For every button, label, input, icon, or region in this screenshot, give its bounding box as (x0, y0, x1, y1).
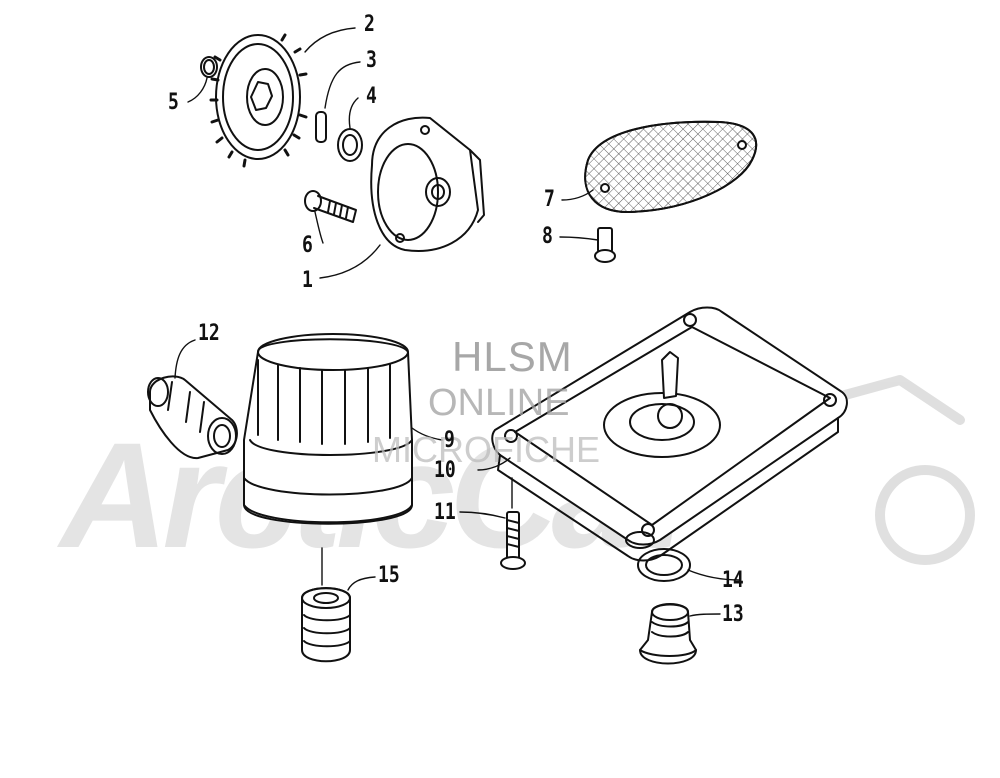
part-3-pin (315, 111, 327, 143)
watermark-online: ONLINE (428, 382, 570, 424)
callout-8: 8 (542, 224, 553, 249)
leader-9 (411, 427, 443, 441)
leader-13 (689, 613, 721, 617)
callout-12: 12 (198, 321, 220, 346)
leader-10 (477, 457, 511, 471)
part-12-pressure-switch (147, 375, 238, 460)
part-4-washer (337, 128, 363, 162)
callout-1: 1 (302, 268, 313, 293)
leader-5 (187, 77, 208, 103)
part-9-oil-filter (243, 333, 413, 525)
part-7-strainer (584, 120, 758, 214)
part-2-sprocket (209, 33, 308, 168)
leader-2 (304, 27, 356, 53)
part-13-drain-plug (639, 603, 697, 665)
leader-7 (561, 189, 594, 201)
part-14-o-ring (637, 548, 691, 582)
part-6-bolt (304, 190, 357, 223)
part-1-oil-pump (370, 116, 485, 252)
part-8-screw (594, 227, 616, 263)
part-10-oil-pan (491, 306, 848, 562)
leader-3 (324, 61, 361, 109)
callout-7: 7 (544, 187, 555, 212)
callout-6: 6 (302, 233, 313, 258)
leader-1 (319, 244, 381, 279)
leader-15 (347, 576, 376, 591)
part-11-bolt (500, 511, 526, 570)
leader-lines (174, 27, 741, 617)
leader-6 (314, 211, 324, 244)
callout-9: 9 (444, 428, 455, 453)
leader-14 (687, 569, 741, 581)
callout-4: 4 (366, 84, 377, 109)
watermark-microfiche: MICROFICHE (372, 429, 600, 470)
callout-10: 10 (434, 458, 456, 483)
leader-11 (459, 511, 506, 519)
wheel-watermark (840, 375, 975, 565)
callout-5: 5 (168, 90, 179, 115)
part-5-ring (200, 56, 218, 78)
callout-14: 14 (722, 568, 744, 593)
part-15-fitting (301, 587, 351, 663)
leader-12 (174, 339, 196, 379)
leader-8 (559, 236, 599, 241)
callout-3: 3 (366, 48, 377, 73)
callout-2: 2 (364, 12, 375, 37)
callout-13: 13 (722, 602, 744, 627)
callout-15: 15 (378, 563, 400, 588)
watermark-hlsm: HLSM (452, 333, 573, 380)
leader-4 (348, 97, 359, 129)
callout-11: 11 (434, 500, 456, 525)
